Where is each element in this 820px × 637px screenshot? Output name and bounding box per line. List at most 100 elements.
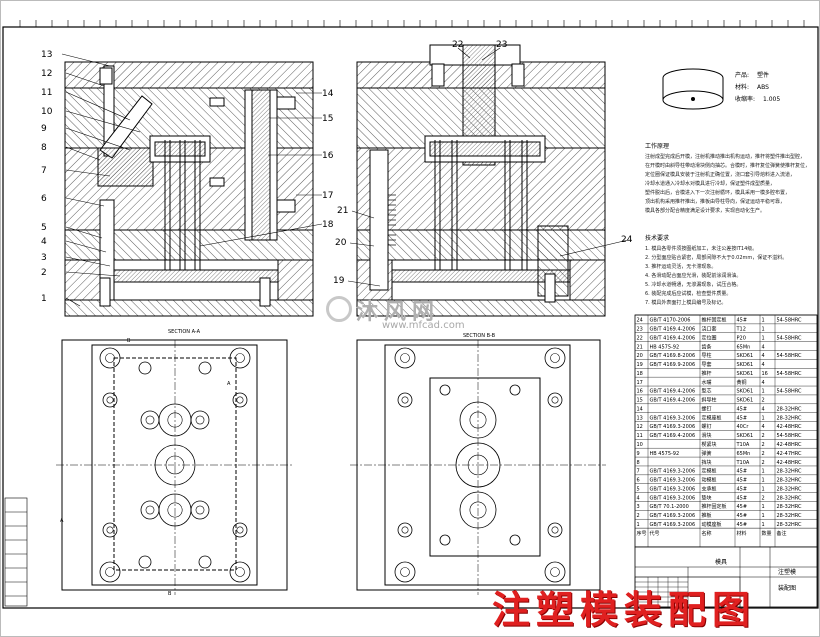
bom-cell: 45# (737, 495, 748, 501)
left-section-view (64, 61, 314, 317)
bom-cell: 54-58HRC (777, 433, 803, 439)
material-value: ABS (757, 84, 769, 91)
tech-line: 7. 模具外表面打上模具编号及标记。 (645, 299, 726, 306)
bom-cell: 动模座板 (702, 521, 722, 528)
bom-cell: GB/T 4169.3-2006 (650, 424, 696, 430)
tech-line: 4. 各滑动配合面应光滑，装配前涂润滑油。 (645, 272, 741, 279)
work-line: 注射成型完成后开模，注射机推动推出机构运动，推杆将塑件推出型腔， (645, 153, 805, 160)
bom-cell: 15 (637, 398, 643, 404)
balloon-7: 7 (41, 166, 47, 176)
watermark-url: www.mfcad.com (382, 320, 465, 331)
balloon-15: 15 (322, 114, 333, 124)
bom-cell: 型芯 (702, 388, 712, 395)
bom-header-cell: 材料 (737, 530, 747, 537)
balloon-1: 1 (41, 294, 47, 304)
product-label: 产品: (735, 71, 749, 79)
bom-cell: 54-58HRC (777, 353, 803, 359)
bom-cell: 28-32HRC (777, 522, 803, 528)
bom-cell: 动模板 (702, 477, 717, 484)
balloon-2: 2 (41, 268, 47, 278)
product-icon (662, 68, 724, 110)
work-title: 工作原理 (645, 142, 669, 150)
watermark-logo-icon (326, 296, 352, 322)
bom-cell: 28-32HRC (777, 513, 803, 519)
work-line: 塑件脱出后，合模进入下一次注射循环，模具采用一模多腔布置， (645, 189, 790, 196)
balloon-8: 8 (41, 143, 47, 153)
bom-cell: 65Mn (737, 344, 751, 350)
bom-cell: GB/T 4169.4-2006 (650, 335, 696, 341)
bom-cell: 4 (762, 344, 765, 350)
bom-cell: 导柱 (702, 352, 712, 359)
bom-cell: T10A (736, 442, 750, 448)
bom-cell: GB/T 4169.3-2006 (650, 522, 696, 528)
bom-cell: 弹簧 (702, 450, 712, 457)
bom-cell: 54-58HRC (777, 335, 803, 341)
cut-b-label-2: B (168, 591, 172, 597)
bom-cell: 1 (762, 513, 765, 519)
bom-cell: 45# (737, 513, 748, 519)
balloon-13: 13 (41, 50, 52, 60)
title-product: 模具 (715, 558, 727, 566)
bom-cell: GB/T 4169.4-2006 (650, 433, 696, 439)
section-bb-label: SECTION B-B (463, 333, 496, 339)
tech-line: 6. 装配完成后应试模，检查塑件质量。 (645, 290, 731, 297)
bom-cell: 65Mn (737, 451, 751, 457)
tech-line: 1. 模具各零件须按图纸加工，未注公差按IT14级。 (645, 245, 757, 252)
cut-b-label-1: B (127, 338, 131, 344)
balloon-24: 24 (621, 235, 633, 245)
bom-cell: SKD61 (737, 353, 754, 359)
balloon-5: 5 (41, 223, 47, 233)
bom-cell: 支承板 (702, 485, 717, 492)
bom-cell: 1 (762, 389, 765, 395)
bom-cell: SKD61 (737, 398, 754, 404)
bom-cell: 3 (637, 504, 640, 510)
balloon-19: 19 (333, 276, 345, 286)
bom-cell: 齿条 (702, 343, 712, 350)
bom-cell: 定位圈 (702, 334, 717, 341)
tech-line: 5. 冷却水道畅通，无渗漏现象，试压合格。 (645, 281, 741, 288)
bom-cell: 45# (737, 522, 748, 528)
bom-cell: 水嘴 (702, 379, 712, 386)
bom-cell: GB/T 4169.3-2006 (650, 513, 696, 519)
bom-cell: SKD61 (737, 433, 754, 439)
bom-cell: 垫块 (702, 494, 712, 501)
bom-cell: GB/T 4169.3-2006 (650, 478, 696, 484)
bom-cell: 54-58HRC (777, 318, 803, 324)
plan-view-right (350, 339, 606, 595)
bom-cell: GB/T 4169.4-2006 (650, 389, 696, 395)
balloon-6: 6 (41, 194, 47, 204)
bom-cell: 2 (762, 495, 765, 501)
bom-cell: 13 (637, 415, 643, 421)
bom-cell: 23 (637, 327, 643, 333)
bom-cell: 1 (762, 504, 765, 510)
watermark-brand: 沐风网 (356, 300, 441, 325)
bom-cell: 2 (637, 513, 640, 519)
weight-value: 1.005 (763, 96, 780, 103)
bom-cell: 28-32HRC (777, 406, 803, 412)
bom-cell: GB/T 4169.8-2006 (650, 353, 696, 359)
bom-cell: 4 (637, 495, 640, 501)
bom-cell: 10 (637, 442, 643, 448)
bom-cell: GB/T 4169.9-2006 (650, 362, 696, 368)
bom-cell: 5 (637, 486, 640, 492)
balloon-20: 20 (335, 238, 347, 248)
signature-row (634, 576, 741, 608)
title-scale: 装配图 (778, 584, 796, 592)
bom-cell: HB 4575-92 (650, 344, 680, 350)
cut-a-label-2: A (60, 518, 64, 524)
bom-cell: 6 (637, 478, 640, 484)
balloon-18: 18 (322, 220, 334, 230)
title-drawing: 注塑模 (778, 568, 796, 576)
bom-cell: 17 (637, 380, 643, 386)
work-line: 冷却水道通入冷却水对模具进行冷却，保证塑件成型质量， (645, 180, 775, 187)
bom-cell: 28-32HRC (777, 495, 803, 501)
bom-cell: 挡块 (702, 459, 712, 466)
bom-cell: 42-48HRC (777, 442, 803, 448)
bom-cell: 滑块 (702, 432, 712, 439)
bom-cell: 21 (637, 344, 643, 350)
balloon-16: 16 (322, 151, 334, 161)
bom-cell: 12 (637, 424, 643, 430)
bom-cell: 4 (762, 424, 765, 430)
